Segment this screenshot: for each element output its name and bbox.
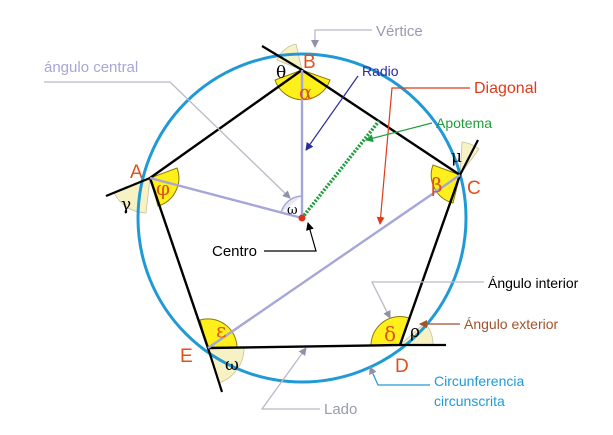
pointer-angulo-interior: [370, 281, 484, 319]
central-angle-arc: [280, 195, 303, 214]
label-diagonal: Diagonal: [474, 80, 537, 97]
side-extension-bc: [459, 139, 479, 176]
angle-symbols: α β δ ε φ θ μ ρ ω γ ω: [121, 63, 462, 375]
angle-symbol-omega-e: ω: [225, 355, 239, 375]
label-centro: Centro: [212, 243, 257, 260]
pointer-centro: [264, 222, 317, 252]
interior-angle-delta: [370, 316, 410, 346]
vertex-label-e: E: [180, 346, 193, 367]
side-extension-ea: [105, 176, 151, 198]
pointer-vertice: [311, 29, 372, 48]
side-extension-ae: [206, 347, 224, 393]
label-angulo-exterior: Ángulo exterior: [464, 316, 559, 332]
angle-symbol-alpha: α: [299, 80, 313, 104]
interior-angle-epsilon: [199, 318, 238, 349]
angle-symbol-delta: δ: [384, 322, 396, 346]
center-point: [298, 214, 306, 222]
radius-line-a: [149, 176, 303, 220]
label-angulo-interior: Ángulo interior: [488, 275, 579, 291]
vertex-label-c: C: [467, 178, 481, 199]
label-vertice: Vértice: [376, 23, 423, 40]
apothem-line: [300, 119, 381, 220]
angle-symbol-omega-center: ω: [287, 203, 298, 218]
angle-symbol-theta: θ: [276, 63, 286, 83]
angle-symbol-epsilon: ε: [216, 318, 226, 342]
extended-sides: [105, 45, 479, 393]
vertex-label-d: D: [395, 356, 409, 377]
label-lado: Lado: [324, 401, 357, 418]
pointer-radio: [305, 75, 359, 151]
label-circunferencia-line1: Circunferencia: [434, 373, 524, 389]
pointer-angulo-central: [44, 81, 291, 199]
angle-symbol-rho: ρ: [410, 322, 420, 342]
angle-symbol-beta: β: [431, 173, 443, 197]
circumscribed-circle: [136, 52, 468, 384]
diagonal-line: [207, 174, 461, 349]
exterior-angle-gamma: [113, 177, 151, 214]
pentagon: [148, 68, 462, 350]
label-apotema: Apotema: [436, 115, 492, 131]
angle-symbol-mu: μ: [451, 147, 462, 167]
vertex-label-a: A: [130, 162, 143, 183]
vertex-label-b: B: [303, 52, 316, 73]
angle-symbol-gamma: γ: [121, 195, 131, 215]
side-extension-ab: [261, 45, 303, 71]
label-pointers: [44, 29, 484, 410]
label-circunferencia-line2: circunscrita: [434, 393, 505, 409]
angle-symbol-phi: φ: [156, 176, 170, 200]
pointer-apotema: [365, 122, 433, 143]
label-radio: Radio: [362, 63, 399, 79]
exterior-angle-theta: [276, 43, 303, 71]
pointer-diagonal: [376, 87, 470, 225]
label-angulo-central: ángulo central: [44, 59, 138, 76]
pointer-lado: [260, 347, 320, 410]
pointer-circunferencia: [369, 366, 430, 386]
